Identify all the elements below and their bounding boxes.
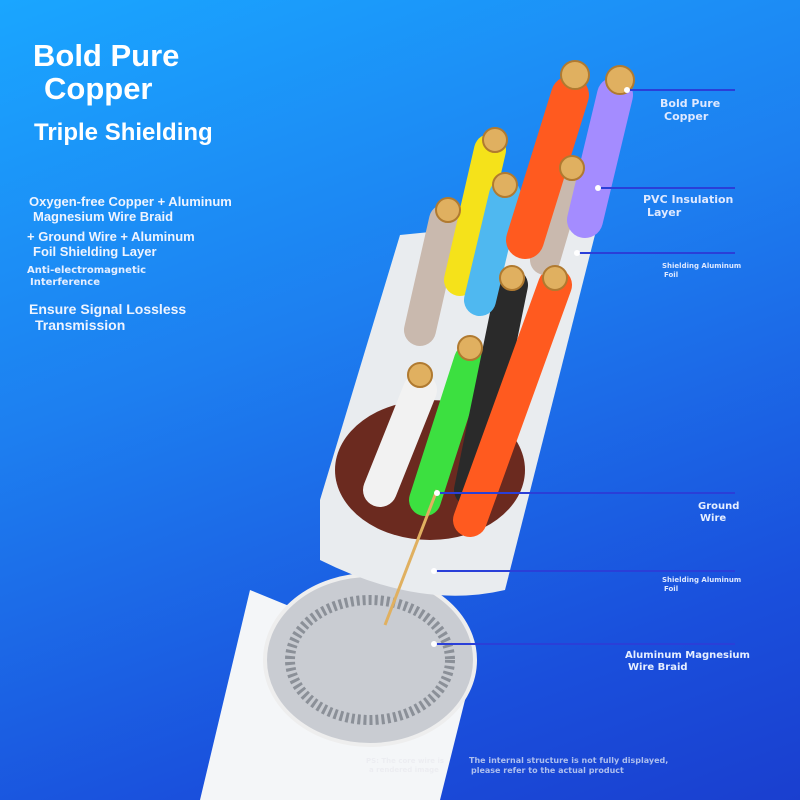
wire-orange [506, 76, 589, 259]
wire-red-low [453, 268, 572, 537]
headline-line1: Bold Pure [33, 38, 180, 73]
wire-grey [404, 204, 461, 346]
callout-ground-2: Wire [700, 513, 727, 524]
callout-braid-1: Aluminum Magnesium [625, 650, 750, 661]
callout-foil-inner-2: Foil [664, 271, 679, 279]
feature-1-line2: Magnesium Wire Braid [33, 209, 174, 224]
ground-wire [383, 489, 439, 626]
feature-4-line1: Ensure Signal Lossless [29, 301, 187, 317]
callout-pvc-2: Layer [647, 206, 682, 219]
callout-ground-1: Ground [698, 501, 740, 512]
callout-pvc-1: PVC Insulation [643, 193, 734, 206]
wire-white [363, 373, 437, 507]
wire-grey2 [530, 160, 585, 275]
leader-lines [431, 87, 735, 647]
footnote-right-2: please refer to the actual product [471, 766, 624, 775]
wire-purple [567, 77, 633, 238]
feature-4-line2: Transmission [35, 317, 126, 333]
feature-2-line1: + Ground Wire + Aluminum [27, 229, 195, 244]
footnote-right-1: The internal structure is not fully disp… [469, 756, 669, 765]
feature-3-line1: Anti-electromagnetic [27, 265, 147, 276]
wire-yellow [444, 134, 506, 296]
callout-copper-1: Bold Pure [660, 97, 721, 110]
footnote-left-2: a rendered image [369, 766, 439, 774]
feature-3-line2: Interference [30, 277, 101, 288]
headline-line2: Copper [44, 71, 153, 106]
callout-foil-outer-1: Shielding Aluminum [662, 576, 742, 584]
callout-foil-inner-1: Shielding Aluminum [662, 262, 742, 270]
feature-2-line2: Foil Shielding Layer [33, 244, 157, 259]
wire-green [409, 344, 486, 516]
footnote-left-1: PS: The core wire is [366, 757, 445, 765]
feature-1-line1: Oxygen-free Copper + Aluminum [29, 194, 232, 209]
callout-braid-2: Wire Braid [628, 662, 688, 673]
callout-foil-outer-2: Foil [664, 585, 679, 593]
callout-copper-2: Copper [664, 110, 709, 123]
wire-blue [464, 179, 521, 316]
headline-subtitle: Triple Shielding [34, 119, 213, 146]
